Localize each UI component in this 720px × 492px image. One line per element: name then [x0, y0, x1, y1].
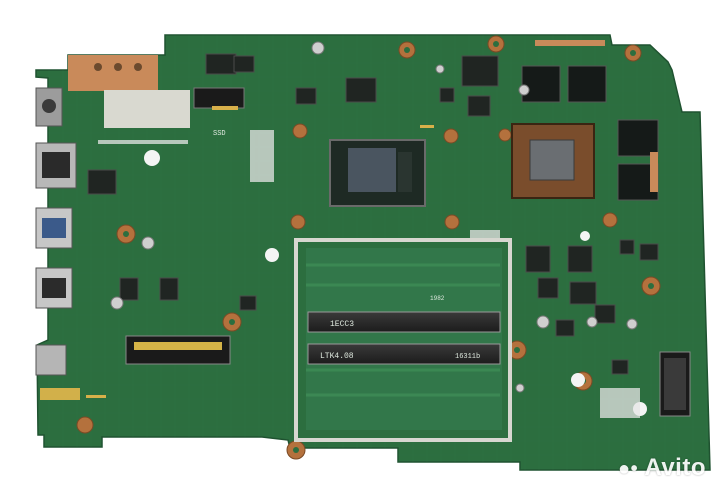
copper-pad [68, 55, 158, 91]
ram-slot-bottom-text: LTK4.08 [320, 352, 354, 361]
ram-small-text: 1982 [430, 295, 445, 302]
card-reader [35, 344, 67, 376]
capacitors [110, 41, 638, 393]
watermark-text: Avito [644, 454, 706, 481]
ram-slot-top-text: 1ECC3 [330, 320, 354, 329]
ram-slot-top [307, 311, 501, 333]
m2-ssd-slot [193, 87, 245, 109]
avito-logo-icon: ●• [618, 458, 639, 480]
power-components [87, 53, 659, 375]
ssd-silk-label: SSD [213, 130, 226, 138]
ram-slot-bottom [307, 343, 501, 365]
copper-pad [104, 90, 190, 128]
watermark: ●• Avito [618, 454, 706, 482]
ram-code-text: 16311b [455, 353, 480, 361]
